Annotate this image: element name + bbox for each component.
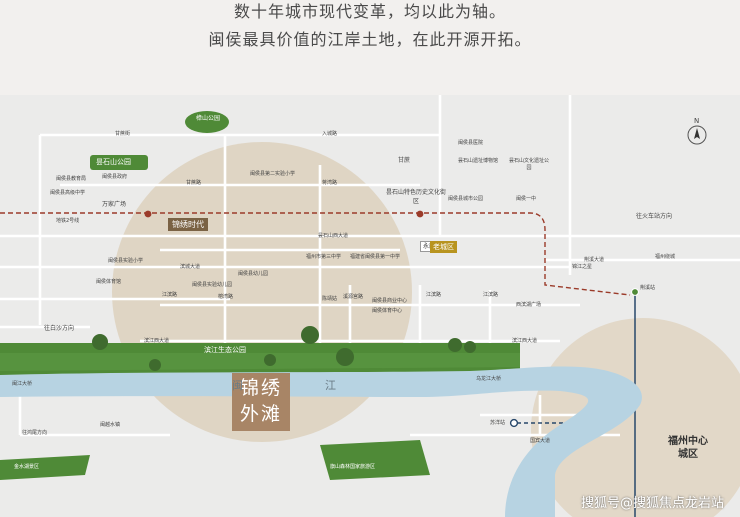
landmark-label[interactable]: 闽越水镇 (100, 422, 121, 428)
road-label: 甘蔗路 (186, 180, 202, 186)
road-label: 溪源宫路 (343, 294, 364, 300)
road-network (0, 95, 740, 437)
road-label: 昙石山西大道 (318, 233, 349, 239)
road-label: 福州绕城 (655, 254, 676, 260)
landmark-label[interactable]: 甘蔗 (398, 157, 411, 164)
school-label[interactable]: 福州市第三中学 (306, 254, 342, 260)
school-label[interactable]: 闽侯县高级中学 (50, 190, 86, 196)
landmark-label[interactable]: 闽侯县医院 (458, 140, 484, 146)
landmark-label[interactable]: 闽侯县城市公园 (448, 196, 484, 202)
landmark-label[interactable]: 西滨湖广场 (516, 302, 542, 308)
road-label: 江滨路 (483, 292, 499, 298)
landmark-label[interactable]: 闽侯体育馆 (96, 279, 122, 285)
station-label[interactable]: 荆溪站 (640, 285, 656, 291)
landmark-label[interactable]: 闽侯体育中心 (372, 308, 403, 314)
watermark: 搜狐号@搜狐焦点龙岩站 (580, 496, 724, 511)
road-label: 滨城大道 (180, 264, 201, 270)
compass-north-label: N (694, 117, 700, 125)
landmark-label[interactable]: 昙石山文化遗址公园 (508, 158, 549, 171)
park-label[interactable]: 滨江生态公园 (204, 346, 246, 354)
map-panel[interactable]: 锦绣 外滩 锦绣时代 甘蔗街 入城路 甘蔗路 蒋湾路 昙石山西大道 滨城大道 江… (0, 95, 740, 517)
landmark-label[interactable]: 昙石山特色历史文化街区 (386, 189, 447, 205)
school-label[interactable]: 闽侯县第二实验小学 (250, 171, 296, 177)
park-label[interactable]: 昙石山公园 (93, 156, 134, 168)
compass (687, 125, 707, 145)
park-label[interactable]: 旗山森林国家旅游区 (330, 464, 376, 470)
district-label[interactable]: 老城区 (430, 241, 457, 253)
road-label: 蒋湾路 (322, 180, 338, 186)
school-label[interactable]: 闽侯县幼儿园 (238, 271, 269, 277)
road-label: 滨江西大道 (144, 338, 170, 344)
lake-park (0, 455, 90, 480)
landmark-label[interactable]: 闽侯县商业中心 (372, 298, 408, 304)
metro-line (0, 212, 631, 296)
project-name-line-1: 锦绣 (239, 377, 282, 399)
map-base (0, 95, 740, 517)
landmark-label[interactable]: 闽侯县政府 (102, 174, 128, 180)
road-label: 甘蔗街 (115, 131, 131, 137)
city-center-label[interactable]: 福州中心城区 (668, 436, 708, 460)
road-label: 国宾大道 (530, 438, 551, 444)
header-line-1: 数十年城市现代变革，均以此为轴。 (233, 2, 506, 21)
project-ribbon: 锦绣时代 (168, 218, 208, 231)
project-name-line-2: 外滩 (239, 403, 282, 425)
road-label: 荆溪大道 (584, 257, 605, 263)
road-label: 滨江西大道 (512, 338, 538, 344)
landmark-label[interactable]: 陈靖姑 (322, 296, 338, 302)
direction-label: 往白沙方向 (44, 325, 75, 332)
park-label[interactable]: 金水湖景区 (14, 464, 40, 470)
min-river (0, 366, 642, 517)
school-label[interactable]: 福建省闽侯县第一中学 (350, 254, 401, 260)
school-label[interactable]: 闽侯县教育局 (56, 176, 87, 182)
landmark-label[interactable]: 地铁2号线 (56, 218, 80, 224)
river-label: 闽 (232, 379, 243, 392)
direction-label: 往火车站方向 (636, 213, 673, 220)
road-label: 往鸿尾方向 (22, 430, 48, 436)
landmark-label[interactable]: 锦江之星 (572, 264, 593, 270)
school-label[interactable]: 闽侯县实验小学 (108, 258, 144, 264)
road-label: 入城路 (322, 131, 338, 137)
road-label: 乌龙江大桥 (476, 376, 502, 382)
school-label[interactable]: 闽侯一中 (516, 196, 537, 202)
landmark-label[interactable]: 昙石山遗址博物馆 (458, 158, 499, 164)
station-label[interactable]: 苏洋站 (490, 420, 506, 426)
school-label[interactable]: 闽侯县实验幼儿园 (192, 282, 233, 288)
forest-park (320, 440, 430, 480)
river-label: 江 (325, 379, 336, 392)
park-label[interactable]: 樟山公园 (196, 115, 221, 122)
landmark-label[interactable]: 万家广场 (102, 201, 127, 208)
road-label: 江滨路 (426, 292, 442, 298)
road-label: 榕湾路 (218, 294, 234, 300)
road-label: 江滨路 (162, 292, 178, 298)
road-label: 闽江大桥 (12, 381, 33, 387)
project-logo[interactable]: 锦绣 外滩 (232, 373, 290, 431)
header-line-2: 闽侯最具价值的江岸土地，在此开源开拓。 (208, 30, 532, 49)
